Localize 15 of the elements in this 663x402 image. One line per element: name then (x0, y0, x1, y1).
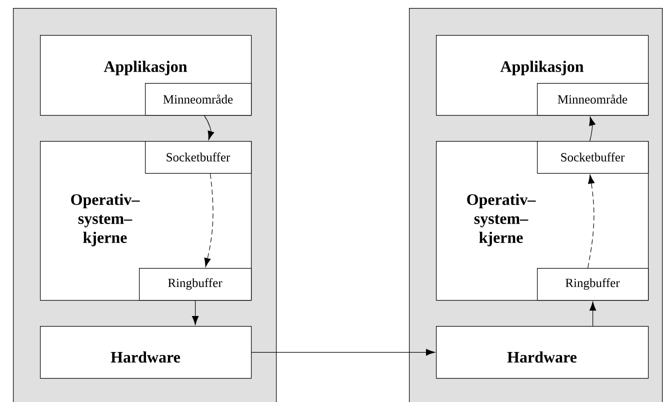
buffer-box: Minneområde (145, 83, 252, 116)
arrow (204, 115, 214, 140)
arrow (204, 173, 214, 268)
arrow (590, 302, 596, 326)
buffer-box: Minneområde (537, 83, 649, 116)
layer-box: Hardware (436, 326, 649, 379)
arrow (192, 300, 199, 325)
arrow (251, 349, 435, 356)
buffer-box: Socketbuffer (537, 141, 649, 174)
arrow (589, 116, 596, 142)
buffer-box: Ringbuffer (537, 268, 649, 301)
layer-box: Hardware (40, 326, 252, 379)
buffer-box: Socketbuffer (145, 141, 252, 174)
buffer-box: Ringbuffer (139, 268, 252, 301)
arrow (588, 174, 595, 268)
